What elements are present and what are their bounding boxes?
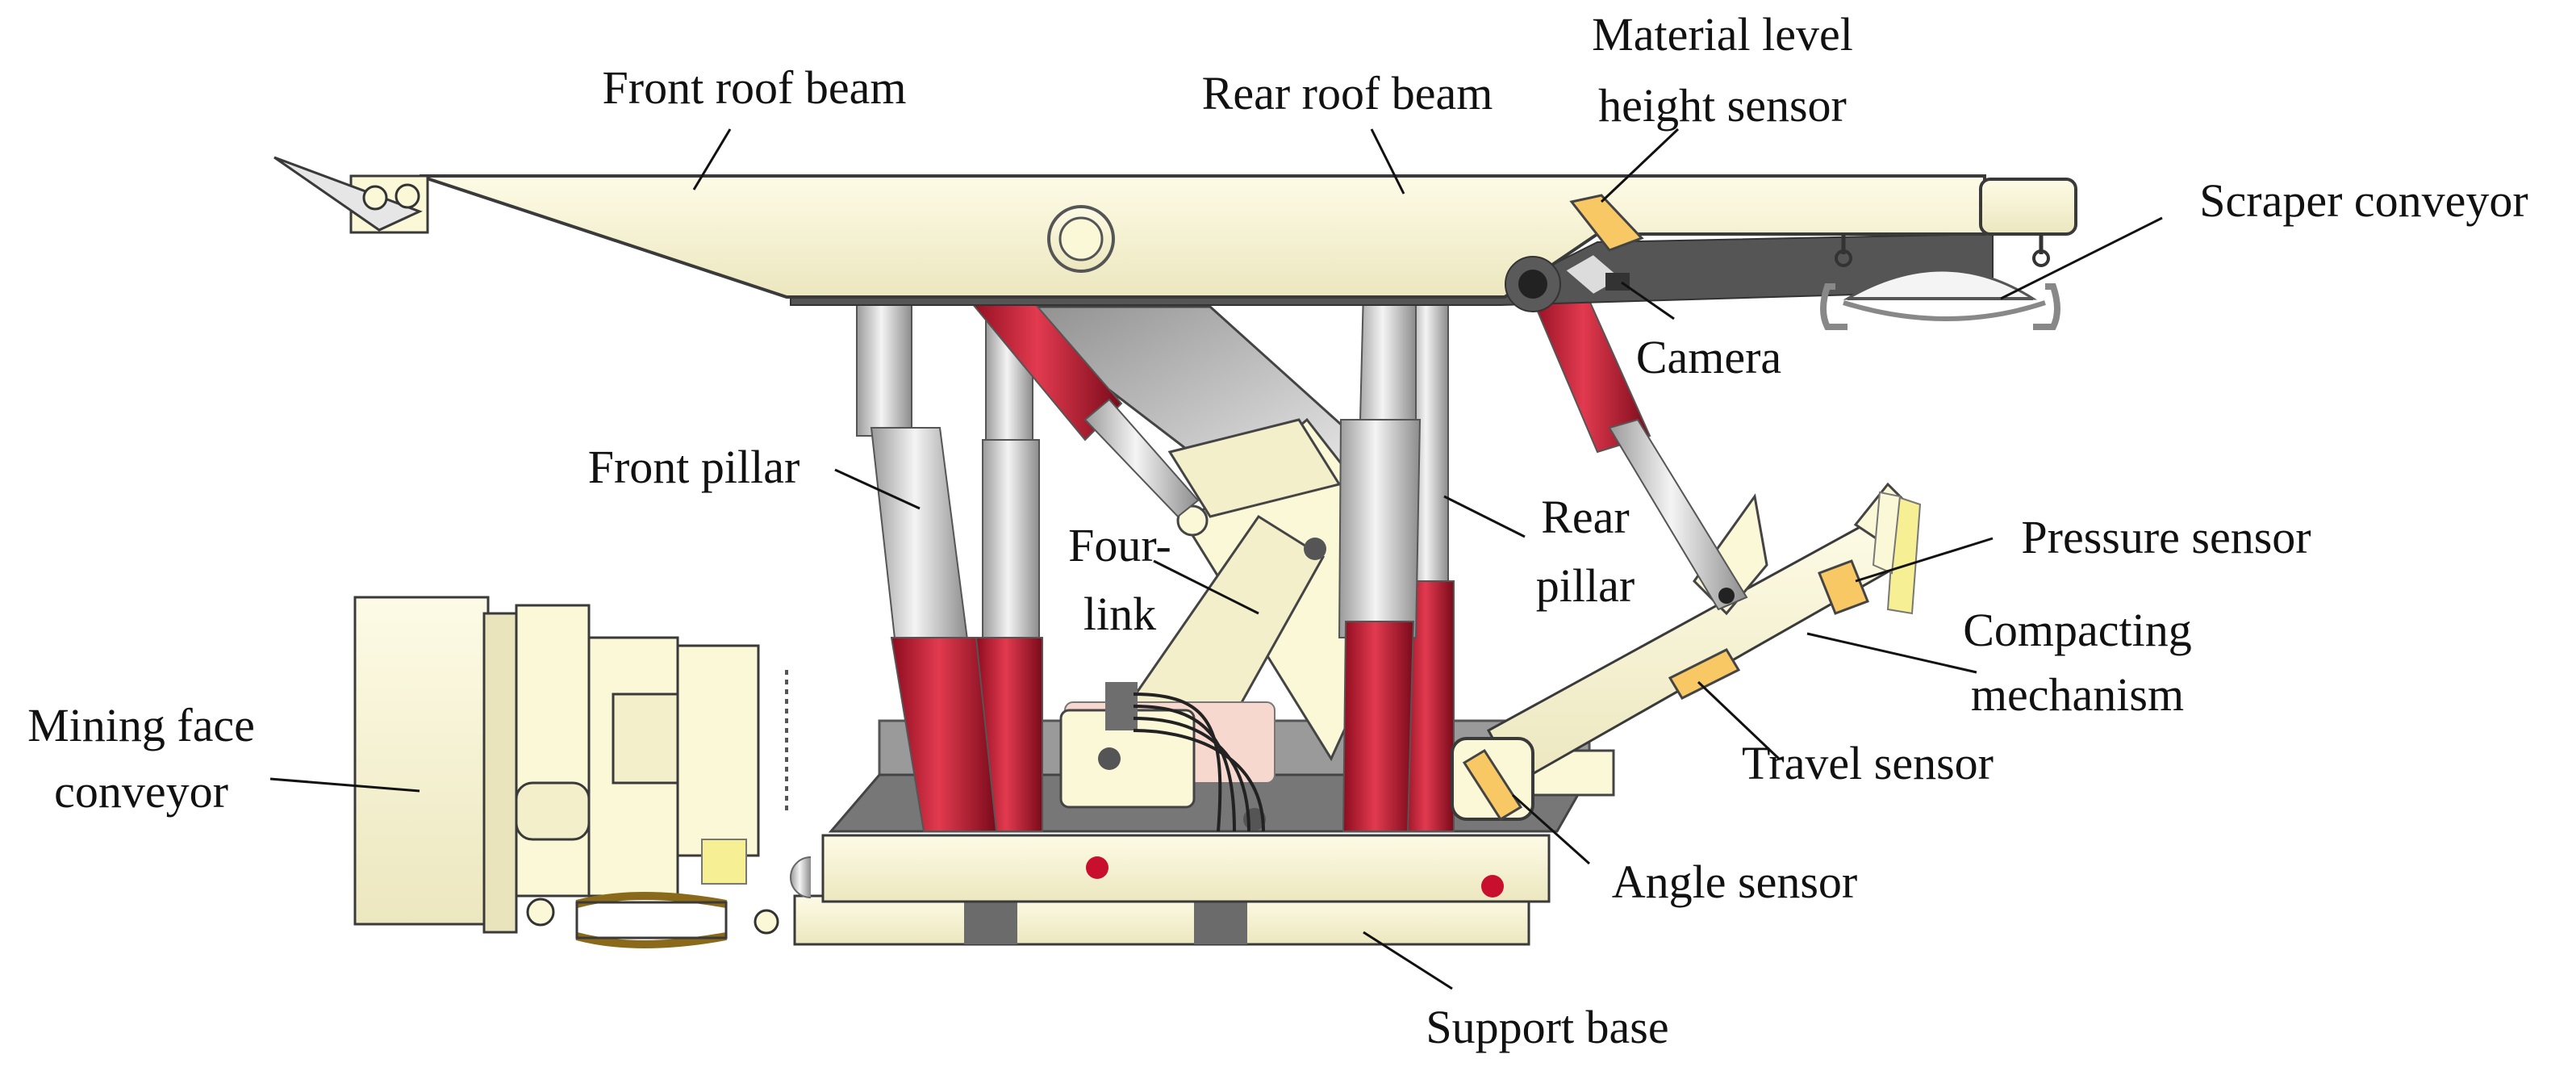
label-compacting-1: Compacting bbox=[1963, 604, 2192, 656]
pressure-sensor bbox=[1818, 559, 1869, 615]
front-pillar bbox=[856, 290, 998, 832]
label-compacting-2: mechanism bbox=[1971, 668, 2184, 721]
label-rear-pillar-1: Rear bbox=[1541, 491, 1630, 543]
label-rear-pillar-2: pillar bbox=[1536, 559, 1635, 612]
label-four-link-1: Four- bbox=[1068, 519, 1171, 571]
labels: Front roof beam Rear roof beam Material … bbox=[27, 8, 2528, 1053]
label-mining-face-1: Mining face bbox=[27, 699, 255, 751]
travel-sensor bbox=[1668, 648, 1741, 700]
label-rear-roof-beam: Rear roof beam bbox=[1202, 67, 1493, 119]
label-pressure-sensor: Pressure sensor bbox=[2021, 511, 2311, 563]
label-four-link-2: link bbox=[1083, 588, 1156, 640]
rear-jack bbox=[1527, 281, 1748, 611]
label-scraper-conveyor: Scraper conveyor bbox=[2199, 174, 2528, 227]
mining-face-conveyor bbox=[353, 596, 788, 948]
label-material-level-1: Material level bbox=[1592, 8, 1853, 61]
label-mining-face-2: conveyor bbox=[54, 765, 228, 818]
hydraulic-hoses bbox=[1059, 682, 1275, 832]
label-angle-sensor: Angle sensor bbox=[1612, 856, 1857, 908]
material-level-sensor bbox=[1569, 194, 1644, 252]
leader-lines bbox=[269, 128, 2163, 990]
scraper-conveyor bbox=[1820, 234, 2060, 330]
label-support-base: Support base bbox=[1426, 1001, 1668, 1053]
label-front-pillar: Front pillar bbox=[588, 441, 800, 493]
angle-sensor bbox=[1462, 748, 1523, 822]
label-front-roof-beam: Front roof beam bbox=[603, 61, 907, 114]
roof-beam bbox=[273, 156, 2077, 312]
camera-device bbox=[1564, 253, 1630, 296]
rear-pillar bbox=[1338, 290, 1422, 832]
label-travel-sensor: Travel sensor bbox=[1742, 737, 1994, 789]
label-material-level-2: height sensor bbox=[1598, 79, 1847, 132]
label-camera: Camera bbox=[1636, 331, 1781, 383]
